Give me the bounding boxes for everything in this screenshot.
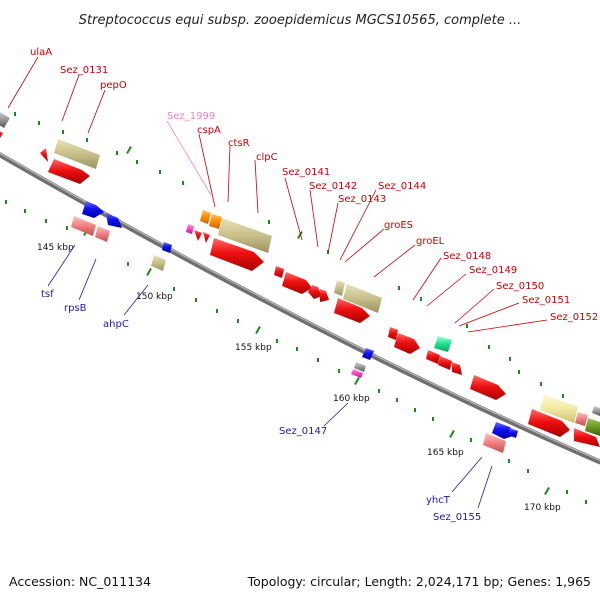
label-sez0142[interactable]: Sez_0142 [309, 181, 357, 192]
gene-rpsB-salmon-b[interactable] [95, 226, 110, 242]
accession-text: Accession: NC_011134 [9, 574, 151, 589]
gene-pepO[interactable] [48, 159, 90, 184]
gene-groES[interactable] [334, 280, 345, 296]
gene-sez0147-gray[interactable] [354, 362, 366, 372]
gene-tsf[interactable] [82, 201, 104, 218]
label-sez0152[interactable]: Sez_0152 [550, 312, 598, 323]
gene-cspA-b[interactable] [209, 214, 222, 229]
gene-sez0141[interactable] [274, 266, 284, 278]
genome-backbone-highlight [0, 152, 600, 462]
label-ctsR[interactable]: ctsR [228, 138, 250, 149]
label-sez1999[interactable]: Sez_1999 [167, 111, 215, 122]
gene-right-salmon[interactable] [575, 412, 588, 426]
upper-major-ticks [126, 146, 303, 239]
gene-clpC[interactable] [218, 218, 272, 253]
label-sez0148[interactable]: Sez_0148 [443, 251, 491, 262]
label-sez0144[interactable]: Sez_0144 [378, 181, 426, 192]
label-clpC[interactable]: clpC [256, 152, 278, 163]
gene-sez0152[interactable] [452, 362, 462, 375]
gene-sez0147[interactable] [362, 348, 374, 360]
gene-ulaA-red[interactable] [0, 130, 3, 140]
gene-rpsB[interactable] [106, 213, 122, 228]
map-title: Streptococcus equi subsp. zooepidemicus … [79, 13, 521, 28]
lower-tick-row [5, 200, 587, 504]
gene-cspA[interactable] [200, 210, 211, 224]
gene-sez0149[interactable] [394, 333, 420, 354]
gene-right-yellow[interactable] [540, 394, 578, 423]
label-leaders-blue [47, 244, 493, 509]
scale-label-145: 145 kbp [37, 243, 74, 253]
gene-sez1999[interactable] [186, 224, 194, 234]
gene-sez0155[interactable] [483, 433, 506, 453]
label-ulaA[interactable]: ulaA [30, 47, 52, 58]
genome-backbone [0, 151, 600, 465]
label-sez0143[interactable]: Sez_0143 [338, 194, 386, 205]
gene-ahpC-khaki[interactable] [151, 255, 166, 271]
label-groES[interactable]: groES [384, 220, 413, 231]
label-sez0141[interactable]: Sez_0141 [282, 167, 330, 178]
gene-right-red-b[interactable] [574, 428, 600, 447]
gene-groEL[interactable] [343, 284, 382, 313]
gene-rpsB-salmon[interactable] [71, 216, 96, 236]
label-leaders-red [7, 56, 548, 333]
label-ahpC[interactable]: ahpC [103, 319, 129, 330]
gene-groEL-red[interactable] [334, 298, 370, 323]
gene-sez0143[interactable] [308, 285, 322, 299]
gene-ahpC[interactable] [162, 242, 172, 253]
label-sez0149[interactable]: Sez_0149 [469, 265, 517, 276]
gene-clpC-red[interactable] [210, 238, 264, 271]
label-sez0151[interactable]: Sez_0151 [522, 295, 570, 306]
gene-sez0131[interactable] [54, 139, 100, 169]
gene-sez0151[interactable] [426, 350, 440, 364]
gene-sez0143-b[interactable] [320, 289, 329, 302]
label-groEL[interactable]: groEL [416, 236, 445, 247]
label-rpsB[interactable]: rpsB [64, 303, 87, 314]
label-cspA[interactable]: cspA [197, 125, 221, 136]
gene-sez0142[interactable] [282, 272, 312, 294]
gene-sez0131-arrow[interactable] [40, 148, 48, 162]
topology-text: Topology: circular; Length: 2,024,171 bp… [247, 574, 591, 589]
gene-right-gray[interactable] [592, 406, 600, 416]
scale-label-150: 150 kbp [136, 292, 173, 302]
gene-after-0152[interactable] [470, 375, 506, 400]
label-sez0147[interactable]: Sez_0147 [279, 426, 327, 437]
label-tsf[interactable]: tsf [41, 289, 54, 300]
gene-sez0151-b[interactable] [438, 356, 452, 370]
gene-sez0148[interactable] [388, 327, 398, 340]
gene-ulaA[interactable] [0, 111, 10, 128]
label-sez0150[interactable]: Sez_0150 [496, 281, 544, 292]
scale-label-155: 155 kbp [235, 343, 272, 353]
label-sez0131[interactable]: Sez_0131 [60, 65, 108, 76]
gene-ctsR-arrow[interactable] [194, 230, 202, 241]
label-yhcT[interactable]: yhcT [426, 495, 451, 506]
gene-sez0150[interactable] [434, 336, 452, 352]
gene-ctsR-arrow-b[interactable] [203, 232, 210, 243]
leader-sez1999 [166, 120, 212, 196]
gene-yhcT-b[interactable] [508, 428, 518, 438]
gene-sez0147-pink[interactable] [351, 369, 363, 378]
label-sez0155[interactable]: Sez_0155 [433, 512, 481, 523]
gene-right-olive[interactable] [585, 418, 600, 436]
label-pepO[interactable]: pepO [100, 80, 127, 91]
scale-label-165: 165 kbp [427, 448, 464, 458]
gene-right-red[interactable] [528, 409, 570, 437]
scale-label-160: 160 kbp [333, 394, 370, 404]
scale-label-170: 170 kbp [524, 503, 561, 513]
